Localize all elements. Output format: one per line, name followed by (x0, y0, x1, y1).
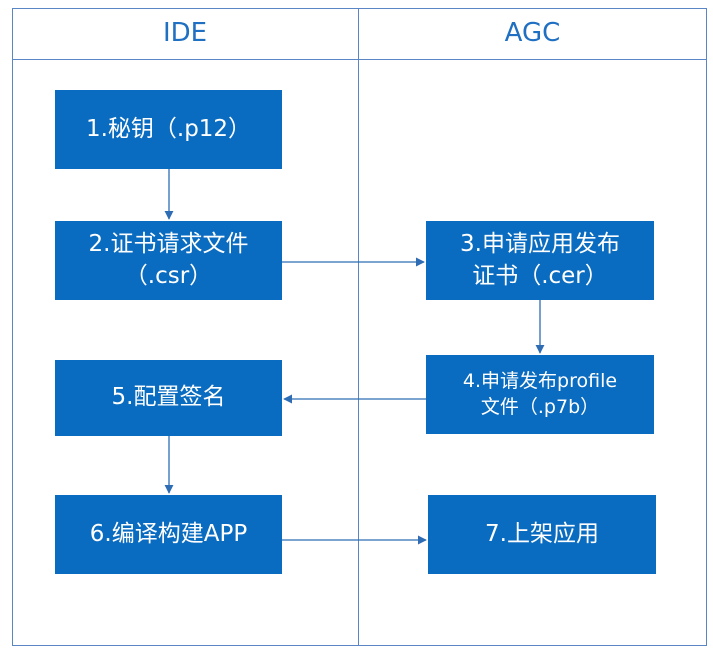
step-5-signing-box: 5.配置签名 (55, 360, 282, 436)
lane-title-agc: AGC (504, 18, 561, 48)
step-6-build-box: 6.编译构建APP (55, 495, 282, 574)
step-4-profile-box: 4.申请发布profile 文件（.p7b） (426, 355, 654, 434)
step-2-csr-box: 2.证书请求文件 （.csr） (55, 221, 282, 300)
swimlane-frame (12, 8, 707, 646)
lane-header-divider (12, 59, 707, 60)
step-7-publish-box: 7.上架应用 (428, 495, 656, 574)
step-3-certificate-box: 3.申请应用发布 证书（.cer） (426, 221, 654, 300)
lane-divider-vertical (358, 8, 359, 646)
step-1-keystore-box: 1.秘钥（.p12） (55, 90, 282, 169)
lane-title-ide: IDE (162, 18, 208, 48)
